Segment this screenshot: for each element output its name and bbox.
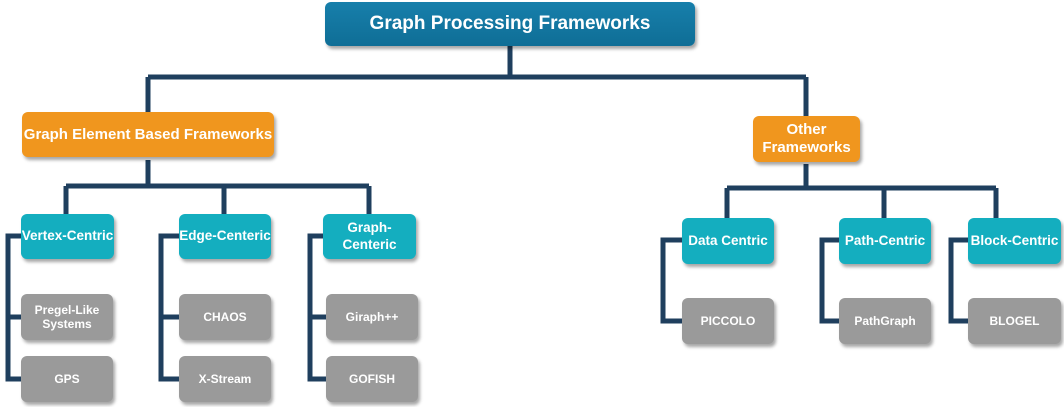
- graph-element-based-node: Graph Element Based Frameworks: [22, 112, 274, 157]
- connector-path-leaf: [819, 237, 839, 324]
- graph-centric-node: Graph-Centeric: [323, 214, 416, 259]
- chaos-node: CHAOS: [179, 294, 271, 340]
- edge-centric-node: Edge-Centeric: [179, 214, 271, 259]
- path-centric-node: Path-Centric: [839, 218, 931, 264]
- connector-data-leaf: [660, 237, 682, 324]
- giraph-node: Giraph++: [326, 294, 418, 340]
- blogel-node: BLOGEL: [968, 298, 1061, 344]
- piccolo-node: PICCOLO: [682, 298, 774, 344]
- gps-node: GPS: [21, 356, 113, 402]
- vertex-centric-node: Vertex-Centric: [21, 214, 114, 259]
- block-centric-node: Block-Centric: [968, 218, 1061, 264]
- data-centric-node: Data Centric: [682, 218, 774, 264]
- root-node: Graph Processing Frameworks: [325, 2, 695, 46]
- connector-block-leaf: [948, 237, 968, 324]
- connector-edge-leaves: [158, 233, 179, 382]
- gofish-node: GOFISH: [326, 356, 418, 402]
- x-stream-node: X-Stream: [179, 356, 271, 402]
- pathgraph-node: PathGraph: [839, 298, 931, 344]
- connector-vertex-leaves: [5, 233, 21, 382]
- pregel-like-systems-node: Pregel-Like Systems: [21, 294, 113, 340]
- other-frameworks-node: Other Frameworks: [753, 116, 860, 162]
- connector-graph-leaves: [307, 233, 326, 382]
